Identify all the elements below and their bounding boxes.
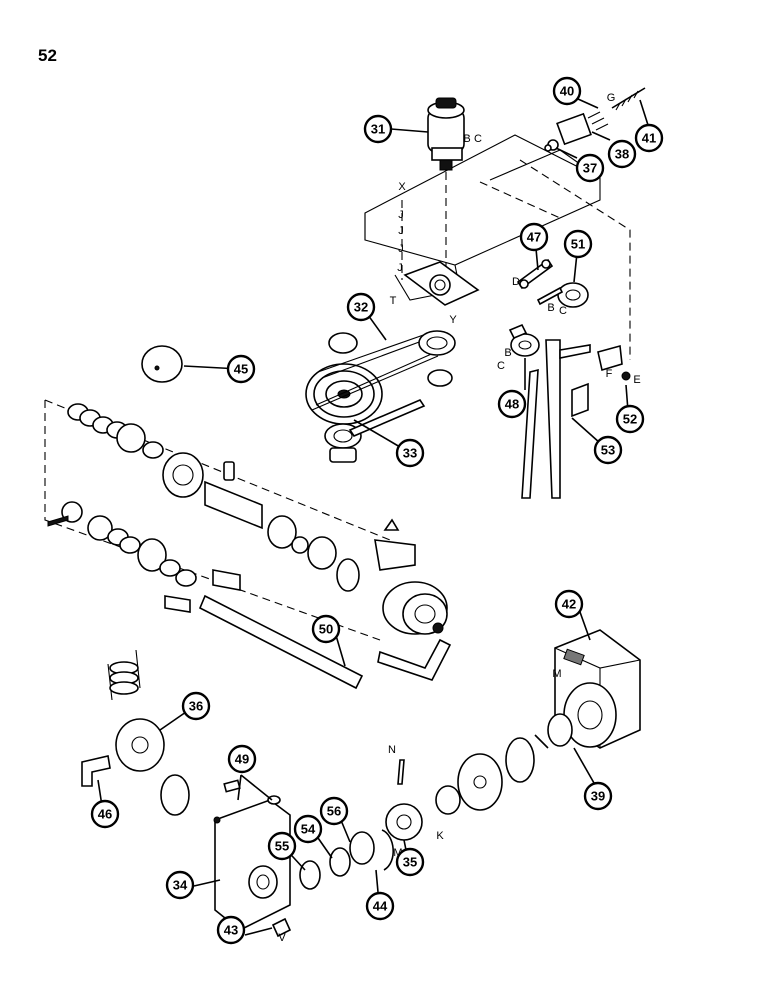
- callout-48: 48: [497, 389, 527, 419]
- callout-label: 43: [224, 923, 238, 938]
- callout-label: 41: [642, 131, 656, 146]
- callout-label: 46: [98, 807, 112, 822]
- chain-sprocket: [516, 258, 589, 308]
- letter-label: F: [606, 368, 613, 380]
- letter-label: J: [398, 209, 404, 221]
- callout-40: 40: [552, 76, 582, 106]
- callout-label: 37: [583, 161, 597, 176]
- letter-label: B: [547, 302, 554, 314]
- callout-label: 44: [373, 899, 388, 914]
- callout-44: 44: [365, 891, 395, 921]
- letter-label: B: [463, 133, 470, 145]
- callout-41: 41: [634, 123, 664, 153]
- letter-label: C: [559, 305, 567, 317]
- letter-label: C: [474, 133, 482, 145]
- bearing-plate: [213, 759, 423, 938]
- long-shaft: [198, 594, 364, 690]
- callout-42: 42: [554, 589, 584, 619]
- guard-housing: [435, 629, 641, 815]
- letter-label: V: [278, 932, 286, 944]
- callout-33: 33: [395, 438, 425, 468]
- callout-label: 52: [623, 412, 637, 427]
- mounting-plate: [401, 200, 480, 306]
- reference-letters: B C G X J J J J T Y D B C B C F E M N K …: [278, 92, 640, 944]
- callout-label: 39: [591, 789, 605, 804]
- callout-46: 46: [90, 799, 120, 829]
- letter-label: Y: [449, 314, 457, 326]
- callout-label: 36: [189, 699, 203, 714]
- letter-label: B: [504, 347, 511, 359]
- letter-label: M: [393, 847, 402, 859]
- callouts: 31 40 41 38 37 47 51 32 45 48 52 33 53 4…: [90, 76, 664, 945]
- latch-assembly: [544, 87, 646, 152]
- callout-label: 55: [275, 839, 289, 854]
- callout-label: 51: [571, 237, 585, 252]
- letter-label: D: [512, 276, 520, 288]
- spring-and-pulley: [81, 649, 190, 816]
- callout-47: 47: [519, 222, 549, 252]
- letter-label: T: [390, 295, 397, 307]
- callout-50: 50: [311, 614, 341, 644]
- callout-label: 48: [505, 397, 519, 412]
- callout-label: 42: [562, 597, 576, 612]
- callout-31: 31: [363, 114, 393, 144]
- callout-label: 34: [173, 878, 188, 893]
- callout-34: 34: [165, 870, 195, 900]
- callout-56: 56: [319, 796, 349, 826]
- clutch-pulley: [377, 581, 452, 681]
- letter-label: E: [633, 374, 640, 386]
- callout-label: 56: [327, 804, 341, 819]
- letter-label: C: [497, 360, 505, 372]
- callout-51: 51: [563, 229, 593, 259]
- callout-54: 54: [293, 814, 323, 844]
- callout-53: 53: [593, 435, 623, 465]
- callout-label: 33: [403, 446, 417, 461]
- callout-38: 38: [607, 139, 637, 169]
- callout-label: 50: [319, 622, 333, 637]
- callout-label: 47: [527, 230, 541, 245]
- callout-52: 52: [615, 404, 645, 434]
- callout-label: 32: [354, 300, 368, 315]
- callout-label: 35: [403, 855, 417, 870]
- callout-39: 39: [583, 781, 613, 811]
- callout-35: 35: [395, 847, 425, 877]
- letter-label: J: [398, 243, 404, 255]
- callout-32: 32: [346, 292, 376, 322]
- callout-label: 53: [601, 443, 615, 458]
- callout-43: 43: [216, 915, 246, 945]
- letter-label: G: [607, 92, 616, 104]
- letter-label: X: [398, 181, 406, 193]
- callout-label: 40: [560, 84, 574, 99]
- belt-drive: [305, 330, 456, 463]
- callout-49: 49: [227, 744, 257, 774]
- callout-label: 45: [234, 362, 248, 377]
- separator-disc: [141, 345, 183, 383]
- idler-and-rods: [508, 323, 631, 499]
- shaft-assembly: [44, 399, 416, 641]
- letter-label: N: [388, 744, 396, 756]
- callout-36: 36: [181, 691, 211, 721]
- callout-label: 38: [615, 147, 629, 162]
- callout-label: 54: [301, 822, 316, 837]
- callout-label: 49: [235, 752, 249, 767]
- callout-55: 55: [267, 831, 297, 861]
- callout-37: 37: [575, 153, 605, 183]
- callout-45: 45: [226, 354, 256, 384]
- page-number: 52: [38, 46, 57, 65]
- letter-label: K: [436, 830, 444, 842]
- letter-label: M: [552, 668, 561, 680]
- callout-label: 31: [371, 122, 385, 137]
- letter-label: J: [398, 225, 404, 237]
- gear-motor: [427, 97, 465, 171]
- letter-label: J: [397, 262, 403, 274]
